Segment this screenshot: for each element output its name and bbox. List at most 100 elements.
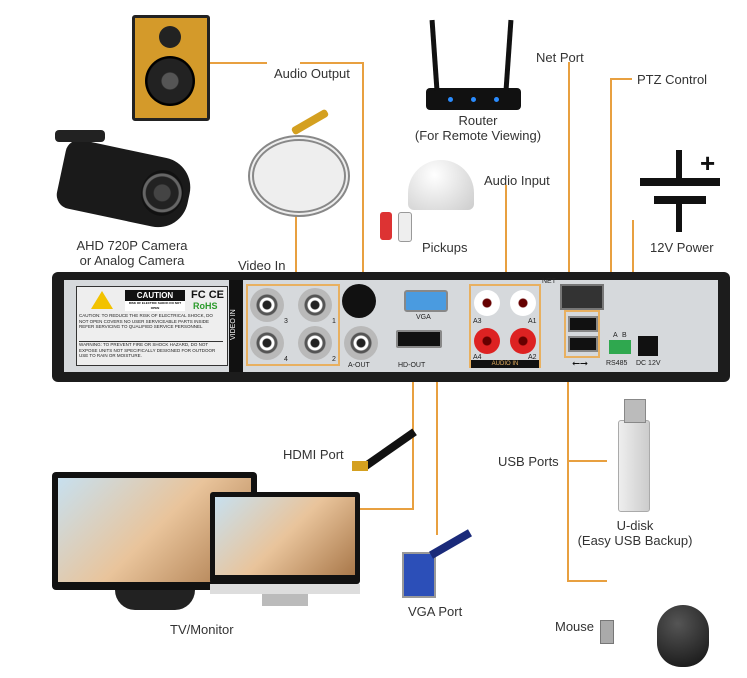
rohs-logo: RoHS (193, 301, 218, 311)
monitor-stand-icon (262, 594, 308, 606)
pickup-image (408, 160, 474, 210)
knockout-hole (342, 284, 376, 318)
label-audio-output: Audio Output (274, 66, 350, 81)
vga-cable-image (400, 529, 475, 600)
usb-icon: ⭠⭢ (572, 358, 588, 369)
hd-out-label: HD-OUT (398, 362, 426, 369)
rca-plug-white-icon (398, 212, 412, 242)
line-net (568, 62, 570, 284)
mouse-image (657, 605, 709, 667)
router-antenna-icon (429, 19, 440, 91)
label-audio-input: Audio Input (484, 173, 550, 188)
ch4-label: 4 (284, 356, 288, 363)
audio-in-a3[interactable] (474, 290, 500, 316)
rs485-terminal[interactable] (609, 340, 631, 354)
mouse-usb-plug-icon (600, 620, 614, 644)
usb-group (564, 310, 600, 358)
dc-power-lead-icon (676, 204, 682, 232)
dc-power-lead-icon (676, 150, 682, 178)
a1-label: A1 (528, 318, 537, 325)
line-hdmi-h (360, 508, 414, 510)
line-usb (567, 345, 569, 580)
caution-label: CAUTION RISK OF ELECTRIC SHOCK DO NOT OP… (76, 286, 228, 366)
ch2-label: 2 (332, 356, 336, 363)
label-tv-monitor: TV/Monitor (170, 622, 234, 637)
usb-port-1[interactable] (568, 316, 598, 332)
caution-text: CAUTION (136, 291, 174, 300)
udisk-title: U-disk (616, 518, 654, 533)
rca-plug-red-icon (380, 212, 392, 240)
a-out-label: A-OUT (348, 362, 370, 369)
caution-title: CAUTION RISK OF ELECTRIC SHOCK DO NOT OP… (125, 290, 185, 311)
router-title: Router (458, 113, 498, 128)
warning-body: WARNING: TO PREVENT FIRE OR SHOCK HAZARD… (79, 341, 223, 359)
udisk-subtitle: (Easy USB Backup) (577, 533, 693, 548)
line-audio-output-h (300, 62, 362, 64)
caution-body: CAUTION: TO REDUCE THE RISK OF ELECTRICA… (79, 313, 213, 329)
label-12v-power: 12V Power (650, 240, 714, 255)
bnc-port-3[interactable] (250, 288, 284, 322)
label-pickups: Pickups (422, 240, 468, 255)
bnc-plug-icon (290, 108, 330, 136)
bnc-port-2[interactable] (298, 326, 332, 360)
a2-label: A2 (528, 354, 537, 361)
line-audio-in (505, 185, 507, 285)
monitor-bezel-icon (210, 584, 360, 594)
audio-in-a4[interactable] (474, 328, 500, 354)
a3-label: A3 (473, 318, 482, 325)
line-udisk (567, 460, 607, 462)
risk-text: RISK OF ELECTRIC SHOCK DO NOT OPEN (125, 301, 185, 311)
line-audio-output-v (362, 62, 364, 332)
usb-drive-image (618, 399, 650, 512)
label-video-in: Video In (238, 258, 286, 273)
dc-12v-label: DC 12V (636, 360, 661, 367)
video-in-label: VIDEO IN (230, 309, 237, 340)
line-video-in (295, 195, 297, 285)
dc-12v-jack[interactable] (638, 336, 658, 356)
camera-mount-icon (55, 130, 105, 142)
plus-icon: + (700, 148, 716, 178)
bnc-port-4[interactable] (250, 326, 284, 360)
a-out-port[interactable] (344, 326, 378, 360)
audio-in-a1[interactable] (510, 290, 536, 316)
audio-in-a2[interactable] (510, 328, 536, 354)
label-ptz-control: PTZ Control (637, 72, 708, 87)
label-camera: AHD 720P Camera or Analog Camera (62, 238, 202, 268)
line-vga (436, 325, 438, 535)
ethernet-port[interactable] (560, 284, 604, 310)
ch3-label: 3 (284, 318, 288, 325)
dc-power-minus-icon (654, 196, 706, 204)
video-in-group (246, 284, 340, 366)
tv-stand-icon (115, 590, 195, 610)
hdmi-cable-image (350, 425, 420, 475)
router-subtitle: (For Remote Viewing) (414, 128, 542, 143)
line-mouse (567, 580, 607, 582)
speaker-image (132, 15, 210, 121)
rs485-b-label: B (622, 332, 627, 339)
bnc-port-1[interactable] (298, 288, 332, 322)
line-ptz (610, 78, 612, 328)
router-image (426, 88, 521, 110)
line-audio-output (205, 62, 267, 64)
ch1-label: 1 (332, 318, 336, 325)
dvr-rear-panel: CAUTION RISK OF ELECTRIC SHOCK DO NOT OP… (52, 272, 730, 382)
dc-power-icon (640, 178, 720, 186)
fcc-ce-logo: FC CE (191, 289, 224, 301)
camera-subtitle: or Analog Camera (79, 253, 185, 268)
vga-port[interactable] (404, 290, 448, 312)
label-usb-ports: USB Ports (498, 454, 559, 469)
label-vga-port: VGA Port (408, 604, 463, 619)
rs485-a-label: A (613, 332, 618, 339)
cable-image (248, 135, 350, 217)
rs485-label: RS485 (606, 360, 628, 367)
warning-icon (91, 291, 113, 309)
usb-port-2[interactable] (568, 336, 598, 352)
camera-title: AHD 720P Camera (76, 238, 188, 253)
label-net-port: Net Port (536, 50, 584, 65)
label-udisk: U-disk (Easy USB Backup) (570, 518, 700, 548)
hdmi-port[interactable] (396, 330, 442, 348)
line-ptz-h (610, 78, 632, 80)
label-mouse: Mouse (555, 619, 595, 634)
a4-label: A4 (473, 354, 482, 361)
